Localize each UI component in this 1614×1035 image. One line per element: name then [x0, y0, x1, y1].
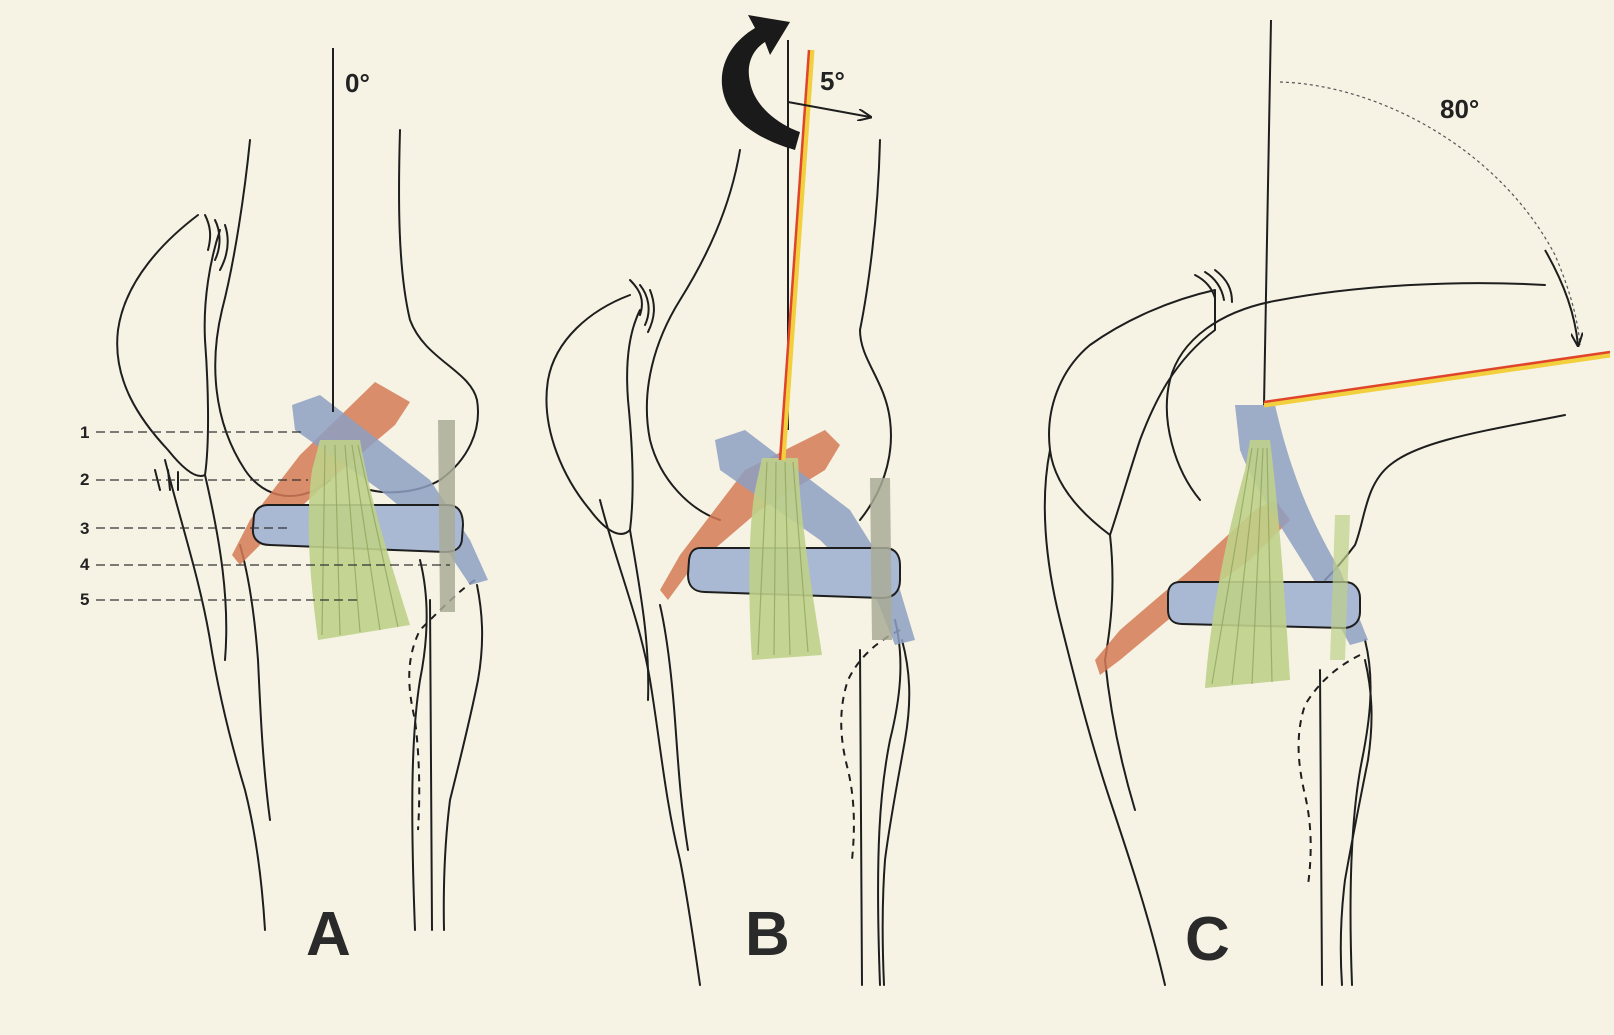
panel-b-letter: B	[745, 900, 790, 969]
panel-a-angle-label: 0°	[345, 68, 370, 98]
legend-number-5: 5	[80, 590, 89, 609]
legend-number-2: 2	[80, 470, 89, 489]
panel-a-letter: A	[306, 900, 351, 969]
legend-number-1: 1	[80, 423, 89, 442]
panel-c-letter: C	[1185, 905, 1230, 974]
legend-number-3: 3	[80, 519, 89, 538]
panel-c-angle-label: 80°	[1440, 94, 1479, 124]
panel-b-lateral-ligament	[870, 478, 892, 640]
legend-number-4: 4	[80, 555, 90, 574]
panel-b-angle-label: 5°	[820, 66, 845, 96]
panel-a-lateral-ligament	[438, 420, 455, 612]
